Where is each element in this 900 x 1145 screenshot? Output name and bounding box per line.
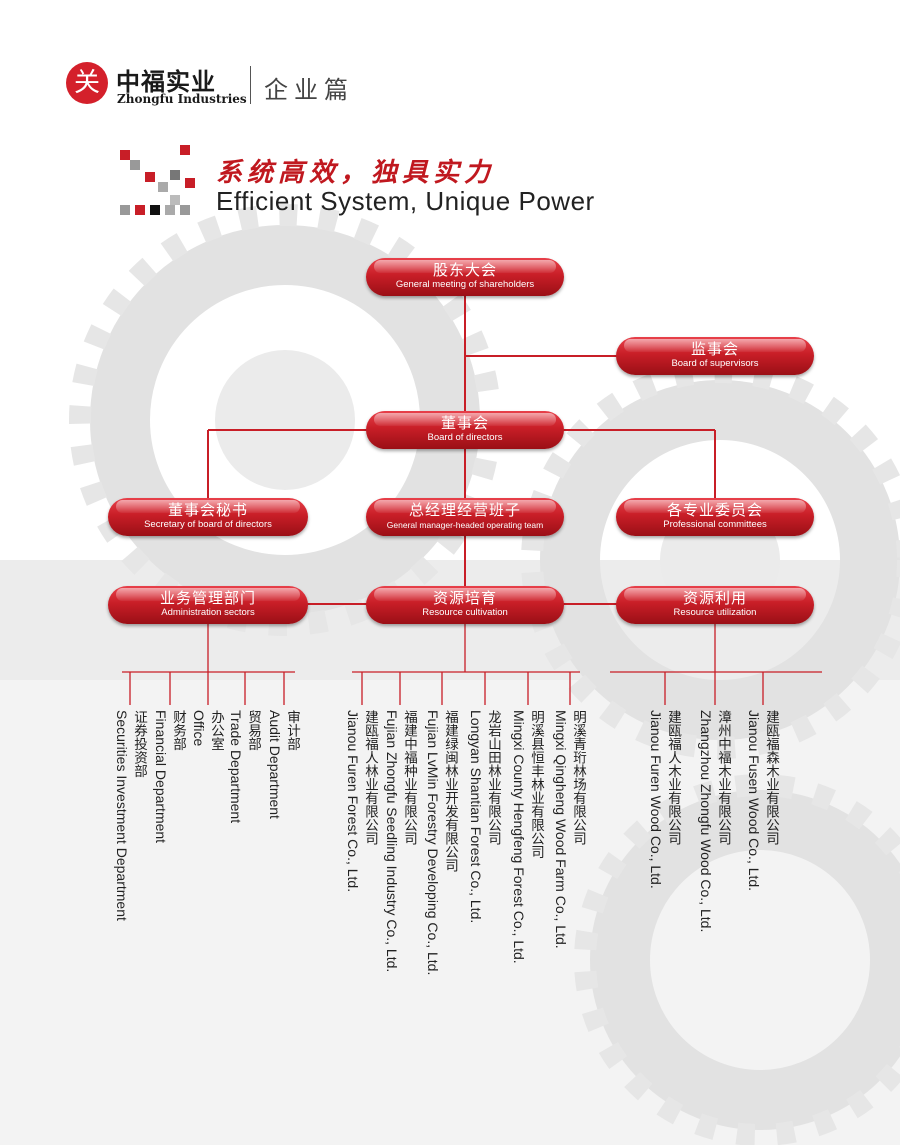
node-admin-cn: 业务管理部门 [159, 589, 256, 607]
company-en: Mingxi Qingheng Wood Farm Co., Ltd. [553, 710, 569, 949]
dept-financial-en: Financial Department [153, 710, 169, 844]
section-title: 企业篇 [264, 76, 354, 104]
node-utilization-cn: 资源利用 [682, 589, 747, 607]
company-en: Fujian LvMin Forestry Developing Co., Lt… [425, 710, 441, 976]
dept-office-en: Office [191, 710, 207, 747]
node-secretary-cn: 董事会秘书 [167, 501, 248, 519]
company-en: Zhangzhou Zhongfu Wood Co., Ltd. [698, 710, 714, 933]
dept-financial-cn: 财务部 [170, 710, 186, 751]
company-cn: 明溪县恒丰林业有限公司 [528, 710, 544, 859]
headline-en: Efficient System, Unique Power [216, 186, 595, 216]
node-secretary-en: Secretary of board of directors [144, 519, 272, 530]
dept-audit-en: Audit Department [267, 710, 283, 819]
dept-securities-en: Securities Investment Department [114, 710, 130, 921]
dept-financial: 财务部 Financial Department [152, 710, 186, 843]
node-committees-cn: 各专业委员会 [666, 501, 763, 519]
node-committees-en: Professional committees [663, 519, 767, 530]
company-jianou-fusen-wood: 建瓯福森木业有限公司 Jianou Fusen Wood Co., Ltd. [745, 710, 779, 891]
node-supervisors: 监事会 Board of supervisors [616, 337, 814, 375]
company-cn: 龙岩山田林业有限公司 [485, 710, 501, 845]
node-admin: 业务管理部门 Administration sectors [108, 586, 308, 624]
dept-audit-cn: 审计部 [284, 710, 300, 751]
company-zhangzhou-zhongfu-wood: 漳州中福木业有限公司 Zhangzhou Zhongfu Wood Co., L… [697, 710, 731, 932]
node-shareholders-en: General meeting of shareholders [395, 279, 535, 290]
node-secretary: 董事会秘书 Secretary of board of directors [108, 498, 308, 536]
dept-trade-en: Trade Department [228, 710, 244, 824]
company-cn: 明溪青珩林场有限公司 [570, 710, 586, 845]
dept-audit: 审计部 Audit Department [266, 710, 300, 819]
node-gm: 总经理经营班子 General manager-headed operating… [366, 498, 564, 536]
node-gm-cn: 总经理经营班子 [408, 501, 521, 519]
company-en: Longyan Shantian Forest Co., Ltd. [468, 710, 484, 924]
node-cultivation-cn: 资源培育 [432, 589, 497, 607]
node-committees: 各专业委员会 Professional committees [616, 498, 814, 536]
node-gm-en: General manager-headed operating team [386, 520, 544, 530]
company-en: Fujian Zhongfu Seedling Industry Co., Lt… [384, 710, 400, 973]
company-en: Jianou Furen Wood Co., Ltd. [648, 710, 664, 889]
brand-name-en: Zhongfu Industries [117, 92, 247, 106]
node-supervisors-en: Board of supervisors [671, 358, 759, 369]
node-cultivation: 资源培育 Resource cultivation [366, 586, 564, 624]
headline-cn: 系统高效，独具实力 [216, 158, 496, 188]
node-shareholders: 股东大会 General meeting of shareholders [366, 258, 564, 296]
dept-securities-cn: 证券投资部 [131, 710, 147, 778]
node-utilization: 资源利用 Resource utilization [616, 586, 814, 624]
node-utilization-en: Resource utilization [673, 607, 757, 618]
company-en: Jianou Furen Forest Co., Ltd. [345, 710, 361, 893]
dept-trade-cn: 贸易部 [245, 710, 261, 751]
company-mingxi-qingheng: 明溪青珩林场有限公司 Mingxi Qingheng Wood Farm Co.… [552, 710, 586, 949]
node-cultivation-en: Resource cultivation [422, 607, 508, 618]
header-divider [250, 66, 251, 104]
company-en: Jianou Fusen Wood Co., Ltd. [746, 710, 762, 892]
brand-name-cn: 中福实业 [116, 68, 216, 96]
company-jianou-furen-wood: 建瓯福人木业有限公司 Jianou Furen Wood Co., Ltd. [647, 710, 681, 889]
node-admin-en: Administration sectors [161, 607, 255, 618]
company-cn: 福建中福种业有限公司 [401, 710, 417, 845]
company-cn: 建瓯福人木业有限公司 [665, 710, 681, 845]
dept-securities: 证券投资部 Securities Investment Department [113, 710, 147, 921]
company-cn: 漳州中福木业有限公司 [715, 710, 731, 845]
node-directors-en: Board of directors [427, 432, 503, 443]
company-cn: 建瓯福森木业有限公司 [763, 710, 779, 845]
node-shareholders-cn: 股东大会 [432, 261, 497, 279]
node-supervisors-cn: 监事会 [690, 340, 739, 358]
company-mingxi-hengfeng: 明溪县恒丰林业有限公司 Mingxi County Hengfeng Fores… [510, 710, 544, 964]
node-directors-cn: 董事会 [440, 414, 489, 432]
dept-trade: 贸易部 Trade Department [227, 710, 261, 823]
dept-office: 办公室 Office [190, 710, 224, 751]
company-cn: 福建绿闽林业开发有限公司 [442, 710, 458, 872]
company-longyan-shantian: 龙岩山田林业有限公司 Longyan Shantian Forest Co., … [467, 710, 501, 923]
node-directors: 董事会 Board of directors [366, 411, 564, 449]
company-fujian-zhongfu-seedling: 福建中福种业有限公司 Fujian Zhongfu Seedling Indus… [383, 710, 417, 972]
dept-office-cn: 办公室 [208, 710, 224, 751]
company-fujian-lvmin: 福建绿闽林业开发有限公司 Fujian LvMin Forestry Devel… [424, 710, 458, 975]
company-jianou-furen-forest: 建瓯福人林业有限公司 Jianou Furen Forest Co., Ltd. [344, 710, 378, 892]
tree-seal-icon: 关 [66, 62, 108, 104]
company-en: Mingxi County Hengfeng Forest Co., Ltd. [511, 710, 527, 964]
company-cn: 建瓯福人林业有限公司 [362, 710, 378, 845]
